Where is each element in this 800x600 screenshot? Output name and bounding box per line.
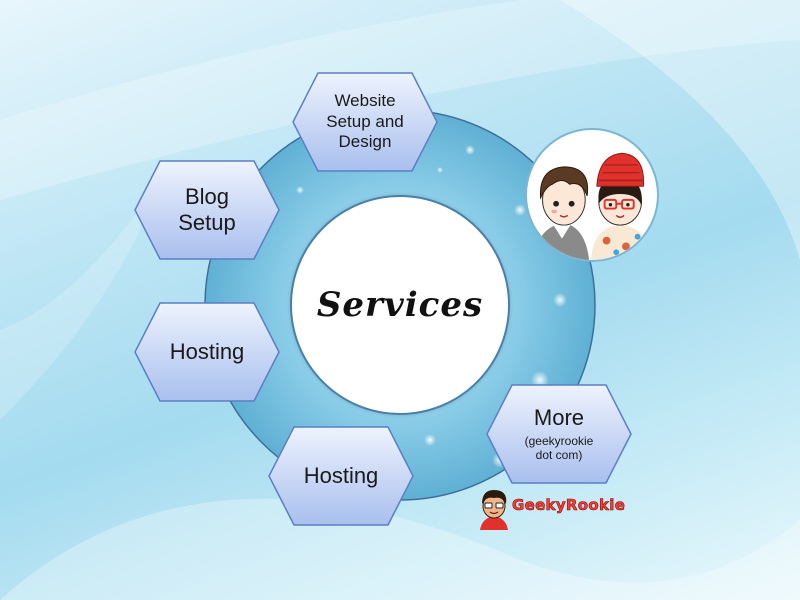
node-line: Hosting: [169, 338, 245, 364]
hex-hosting-bottom: Hosting: [268, 426, 414, 526]
node-line: Website: [334, 91, 396, 111]
hexagon-shape: [292, 72, 438, 172]
center-circle: Services: [290, 195, 510, 415]
center-title: Services: [316, 285, 484, 325]
node-title: More: [533, 405, 585, 431]
avatar-illustration: [525, 128, 659, 262]
node-line: Setup and: [326, 111, 404, 131]
node-line: (geekyrookie: [524, 433, 594, 448]
node-line: dot com): [535, 448, 583, 463]
geekyrookie-logo: GeekyRookie: [474, 486, 634, 530]
hexagon-shape: [486, 384, 632, 484]
node-line: Hosting: [303, 462, 379, 488]
hex-website-setup: Website Setup and Design: [292, 72, 438, 172]
cartoon-characters-icon: [534, 152, 652, 260]
logo-text: GeekyRookie: [512, 496, 626, 515]
hexagon-shape: [134, 160, 280, 260]
hexagon-shape: [134, 302, 280, 402]
hexagon-shape: [268, 426, 414, 526]
node-line: Setup: [178, 210, 236, 235]
node-line: Design: [338, 132, 392, 152]
hex-more: More (geekyrookie dot com): [486, 384, 632, 484]
hex-blog-setup: Blog Setup: [134, 160, 280, 260]
node-line: Blog: [184, 183, 230, 209]
hex-hosting-left: Hosting: [134, 302, 280, 402]
mascot-icon: [480, 490, 508, 530]
